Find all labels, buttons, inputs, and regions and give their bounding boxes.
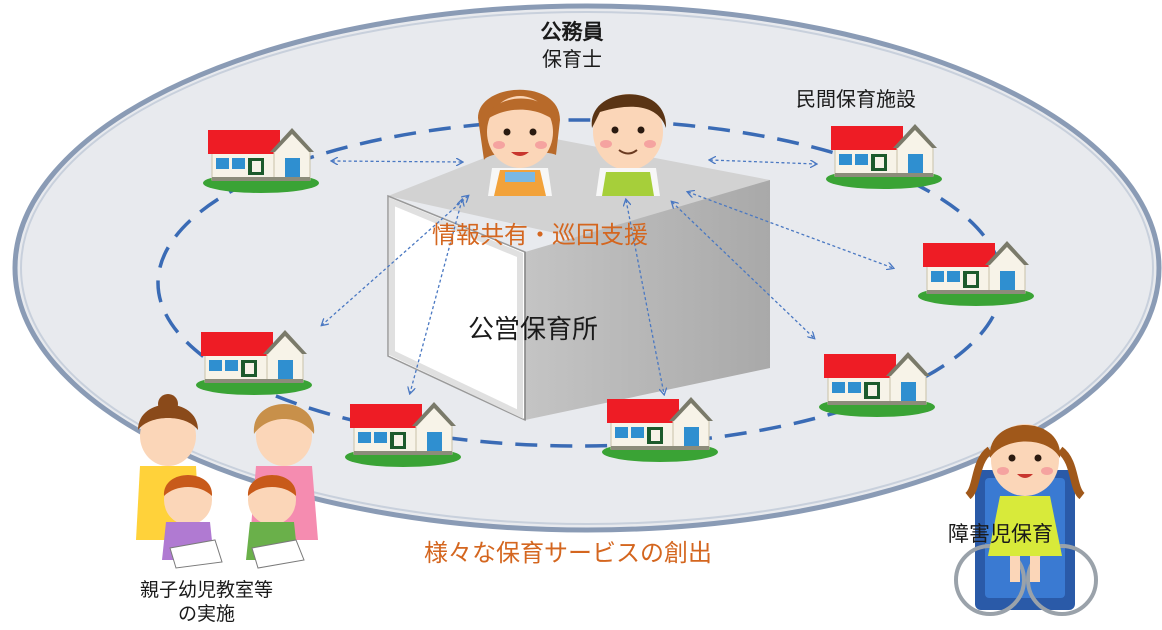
parent-class-label-line1: 親子幼児教室等 xyxy=(140,579,274,601)
info-sharing-label: 情報共有・巡回支援 xyxy=(432,221,648,249)
child-in-wheelchair-figure xyxy=(954,424,1098,616)
parent-child-class-figure xyxy=(136,394,318,569)
diverse-services-label: 様々な保育サービスの創出 xyxy=(424,539,712,567)
parent-class-label-line2: の実施 xyxy=(178,603,236,625)
private-facilities-label: 民間保育施設 xyxy=(796,87,916,111)
arrow xyxy=(410,200,462,393)
male-nursery-teacher-figure xyxy=(591,94,667,196)
arrow xyxy=(322,196,468,325)
arrow xyxy=(688,192,893,268)
public-staff-subtitle: 保育士 xyxy=(542,47,602,71)
public-nursery-label: 公営保育所 xyxy=(468,315,599,345)
arrow xyxy=(710,160,816,164)
support-arrows xyxy=(322,160,893,394)
public-staff-title: 公務員 xyxy=(540,20,604,44)
public-nursery-box xyxy=(387,136,770,422)
female-nursery-teacher-figure xyxy=(478,89,560,196)
disability-care-label: 障害児保育 xyxy=(948,522,1053,546)
